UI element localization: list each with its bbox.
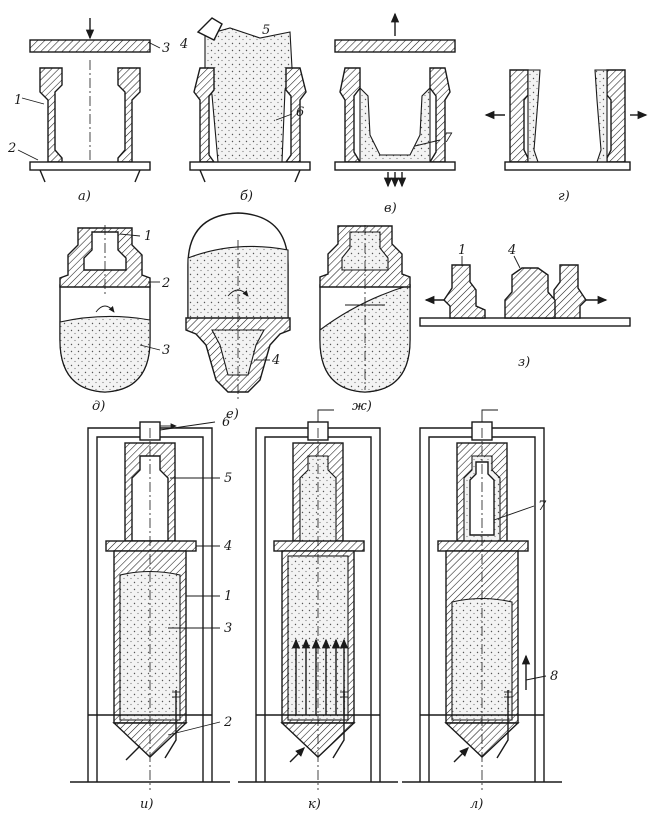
callout-3: 3 — [162, 343, 170, 358]
flask-left-wall — [193, 67, 216, 163]
callout-5: 5 — [262, 23, 270, 38]
shell-right-half — [606, 69, 626, 163]
panel-label-v: в) — [384, 201, 397, 216]
clamp-plate — [105, 540, 197, 552]
panel-label-g: г) — [558, 189, 570, 204]
callout-5: 5 — [224, 471, 232, 486]
callout-1: 1 — [458, 243, 466, 258]
callout-7: 7 — [538, 499, 547, 514]
flask-right-wall — [284, 67, 307, 163]
pattern-plate-cover — [29, 39, 151, 53]
panel-a: 1 2 3 а) — [7, 18, 170, 204]
sand-lining — [359, 86, 431, 163]
sand-hopper — [196, 17, 223, 41]
base-plate — [504, 161, 631, 171]
callout-4: 4 — [507, 243, 516, 258]
callout-3: 3 — [224, 621, 232, 636]
callout-2: 2 — [161, 276, 170, 291]
callout-7: 7 — [444, 131, 453, 146]
callout-1: 1 — [14, 93, 22, 108]
panel-label-k: к) — [308, 797, 321, 812]
callout-2: 2 — [7, 141, 16, 156]
panel-v: 7 в) — [334, 12, 456, 216]
base-plate — [419, 317, 631, 327]
shell-half-left — [443, 264, 486, 319]
panel-k: к) — [238, 409, 398, 812]
panel-label-e: е) — [226, 407, 239, 422]
flask-right-wall — [117, 67, 141, 163]
callout-4: 4 — [271, 353, 280, 368]
flask-left-wall — [39, 67, 63, 163]
callout-6: 6 — [296, 105, 304, 120]
callout-6: 6 — [222, 415, 230, 430]
panel-label-l: л) — [470, 797, 483, 812]
panel-i: 6 5 4 1 3 2 и) — [70, 415, 232, 812]
flask-right-wall — [428, 67, 451, 163]
panel-label-zh: ж) — [352, 399, 372, 414]
base-plate — [29, 161, 151, 171]
base-plate — [334, 161, 456, 171]
panel-zh: ж) — [319, 225, 411, 414]
callout-4: 4 — [223, 539, 232, 554]
callout-2: 2 — [223, 715, 232, 730]
sand-fill — [204, 27, 293, 163]
flask-left-wall — [339, 67, 362, 163]
callout-8: 8 — [550, 669, 558, 684]
callout-4: 4 — [179, 37, 188, 52]
sand-shell-left — [527, 69, 541, 163]
panel-d: 1 2 3 д) — [59, 225, 170, 414]
sand-charge — [451, 597, 513, 721]
panel-e: 4 е) — [185, 212, 291, 422]
pattern — [504, 267, 556, 319]
clamp-plate — [273, 540, 365, 552]
callout-3: 3 — [162, 41, 170, 56]
pattern-plate-raised — [334, 39, 456, 53]
panel-label-i: и) — [140, 797, 153, 812]
callout-1: 1 — [144, 229, 152, 244]
panel-b: 4 5 6 б) — [179, 17, 311, 204]
sand-shell-right — [594, 69, 608, 163]
panel-label-z: з) — [518, 355, 530, 370]
panel-label-d: д) — [92, 399, 105, 414]
panel-l: 7 8 л) — [402, 409, 562, 812]
shell-left-half — [509, 69, 529, 163]
clamp-plate — [437, 540, 529, 552]
base-plate — [189, 161, 311, 171]
panel-z: 1 4 з) — [419, 243, 631, 370]
panel-label-b: б) — [240, 189, 253, 204]
panel-label-a: а) — [78, 189, 91, 204]
callout-1: 1 — [224, 589, 232, 604]
panel-g: г) — [484, 69, 648, 204]
sand-bottom — [59, 315, 151, 393]
